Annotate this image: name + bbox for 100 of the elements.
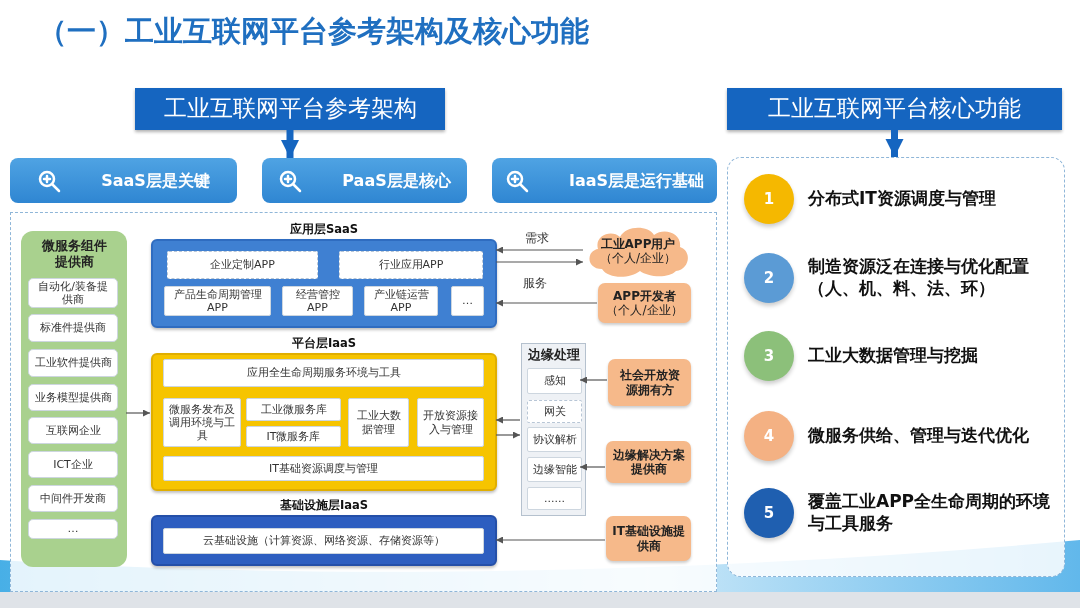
number-label: 1 [763, 190, 775, 208]
arrow [125, 409, 151, 417]
item-label: 标准件提供商 [40, 321, 106, 335]
item-label: 网关 [543, 404, 566, 419]
item-box [163, 359, 484, 387]
banner-title: 工业互联网平台参考架构 [163, 95, 417, 123]
number-circle [744, 331, 794, 381]
item-label: 产品生命周期管理 APP [172, 287, 263, 315]
item-box [28, 519, 118, 539]
item-box [417, 398, 484, 447]
item-box [28, 451, 118, 478]
function-text: 制造资源泛在连接与优化配置（人、机、料、法、环） [808, 254, 1030, 300]
function-text: 分布式IT资源调度与管理 [808, 186, 997, 210]
function-text: 微服务供给、管理与迭代优化 [808, 423, 1030, 447]
item-box [246, 398, 341, 421]
actor-subtitle: （个人/企业） [605, 303, 684, 318]
function-text: 覆盖工业APP全生命周期的环境与工具服务 [808, 489, 1052, 535]
arrow [579, 376, 608, 384]
number-circle [744, 253, 794, 303]
layer-summary-card [10, 158, 237, 203]
dashed-frame [727, 157, 1065, 577]
actor-box [606, 516, 691, 561]
item-box [164, 286, 271, 316]
item-box [28, 314, 118, 342]
actor-box [606, 441, 691, 483]
item-box [28, 485, 118, 512]
actor-title: 边缘解决方案提供商 [612, 447, 685, 477]
edge-panel [521, 343, 586, 516]
item-box [246, 426, 341, 447]
chevron-arrow [281, 130, 299, 158]
item-label: 微服务发布及调用环境与工具 [168, 402, 236, 443]
banner [727, 88, 1062, 130]
item-label: 企业定制APP [210, 258, 275, 272]
panel-title: 边缘处理 [526, 346, 581, 362]
number-label: 2 [763, 269, 775, 287]
layer-title: 基础设施层IaaS [278, 497, 370, 514]
arrow [495, 416, 521, 424]
item-label: IT基础资源调度与管理 [269, 461, 378, 476]
item-box [527, 427, 582, 452]
layer-summary-card [492, 158, 717, 203]
item-label: 经营管控 APP [294, 287, 341, 315]
number-circle [744, 174, 794, 224]
chevron-arrow [885, 130, 904, 157]
layer-title: 应用层SaaS [288, 221, 360, 238]
item-label: 应用全生命周期服务环境与工具 [246, 366, 401, 380]
number-circle [744, 411, 794, 461]
number-label: 3 [763, 347, 775, 365]
layer-title: 平台层IaaS [290, 335, 358, 352]
item-label: 行业应用APP [378, 258, 444, 272]
arrow [495, 431, 521, 439]
provider-panel [21, 231, 127, 567]
dashed-item-box [167, 251, 318, 279]
banner-title: 工业互联网平台核心功能 [768, 95, 1021, 123]
item-label: 开放资源接入与管理 [422, 409, 479, 436]
actor-title: IT基础设施提供商 [612, 524, 685, 553]
item-box [28, 278, 118, 308]
item-label: 边缘智能 [532, 462, 577, 477]
card-title: PaaS层是核心 [342, 170, 451, 191]
item-label: 协议解析 [532, 432, 577, 447]
item-label: ICT企业 [53, 457, 93, 472]
actor-title: APP开发者 [612, 288, 677, 303]
item-label: ...... [544, 491, 565, 506]
item-label: 工业大数据管理 [355, 409, 402, 436]
edge-label: 服务 [521, 274, 549, 292]
arrow [579, 463, 606, 471]
arrow [495, 299, 598, 307]
edge-label: 需求 [523, 229, 551, 247]
arrow [495, 258, 584, 266]
number-circle [744, 488, 794, 538]
item-label: … [462, 294, 473, 308]
actor-box [598, 283, 691, 323]
item-label: IT微服务库 [266, 429, 321, 444]
item-box [282, 286, 353, 316]
item-box [527, 487, 582, 510]
dashed-item-box [527, 400, 582, 423]
item-label: 工业微服务库 [260, 402, 327, 417]
item-label: 业务模型提供商 [34, 390, 112, 405]
dashed-item-box [339, 251, 483, 279]
item-label: 产业链运营 APP [372, 287, 430, 315]
actor-title: 社会开放资源拥有方 [618, 368, 681, 397]
item-box [28, 417, 118, 444]
item-label: 感知 [543, 374, 566, 388]
panel-title: 微服务组件提供商 [40, 237, 108, 270]
card-title: IaaS层是运行基础 [568, 170, 705, 191]
item-label: 中间件开发商 [40, 491, 106, 506]
item-box [364, 286, 438, 316]
cloud-subtitle: （个人/企业） [598, 251, 677, 266]
banner [135, 88, 445, 130]
arrow [495, 246, 584, 254]
number-label: 5 [763, 504, 775, 522]
item-box [163, 456, 484, 481]
slide-title: （一）工业互联网平台参考架构及核心功能 [38, 13, 589, 50]
card-title: SaaS层是关键 [101, 170, 210, 191]
item-label: 自动化/装备提供商 [37, 279, 109, 307]
item-box [527, 368, 582, 394]
arrow [495, 536, 606, 544]
dashed-frame [10, 212, 717, 592]
layer-summary-card [262, 158, 467, 203]
item-box [348, 398, 409, 447]
item-box [527, 457, 582, 482]
